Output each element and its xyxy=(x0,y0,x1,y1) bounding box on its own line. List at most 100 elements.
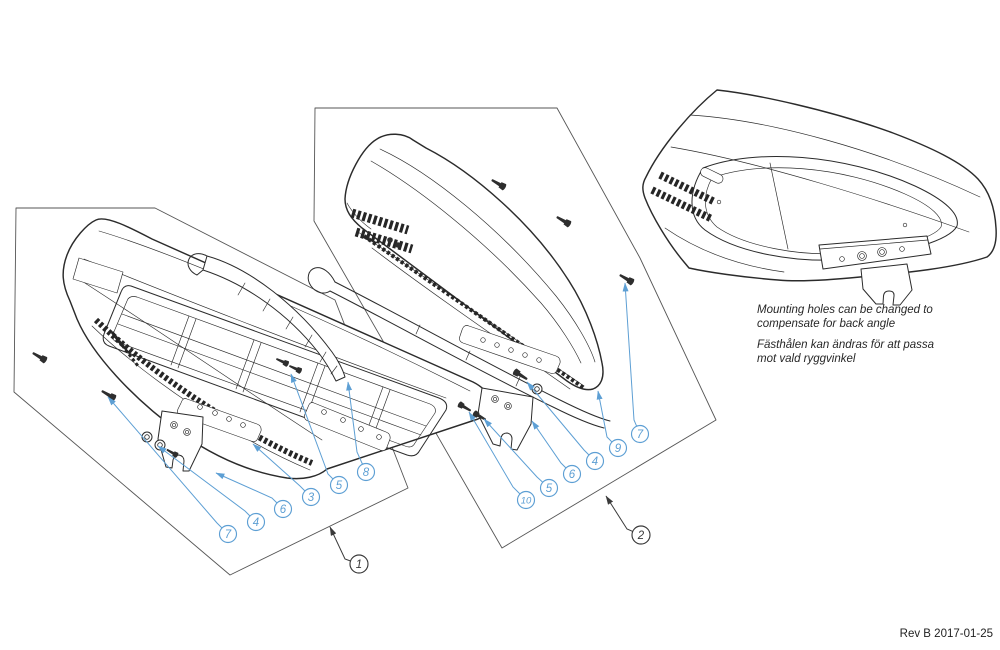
callout-balloon-4 xyxy=(585,451,605,471)
leader-line-6 xyxy=(215,472,278,504)
mounting-bracket xyxy=(860,263,913,306)
edge-seam xyxy=(346,202,372,230)
pilot-hole xyxy=(716,199,722,205)
mounting-hole xyxy=(899,246,905,252)
note-line: compensate for back angle xyxy=(757,317,896,330)
hinge-window xyxy=(72,257,124,294)
vent-band xyxy=(658,171,717,206)
vent-slot xyxy=(350,208,410,235)
note-line: Fästhålen kan ändras för att passa xyxy=(757,339,935,351)
curved-trim-rail xyxy=(187,253,346,382)
lid-seam xyxy=(670,146,970,233)
mounting-rail xyxy=(307,267,611,429)
lid-seam xyxy=(370,160,582,364)
view-left-exploded xyxy=(30,218,492,480)
callout-balloon-1 xyxy=(349,554,369,574)
vent-slot-window xyxy=(700,167,724,184)
view-middle-exploded xyxy=(307,133,636,451)
rivet-holes xyxy=(197,404,246,428)
lattice-outer-ring xyxy=(102,285,448,457)
lattice-struts xyxy=(170,315,391,440)
rivet-strip xyxy=(304,402,391,451)
case-shell-outline xyxy=(344,133,604,391)
screw xyxy=(617,271,636,286)
callout-balloon-2 xyxy=(631,525,651,545)
opening-rim-outer xyxy=(691,155,958,261)
screw xyxy=(99,387,118,402)
note-line: Mounting holes can be changed to xyxy=(757,304,933,316)
case-shell-outline xyxy=(642,89,997,282)
callout-balloon-5 xyxy=(329,475,349,495)
callout-balloon-4 xyxy=(246,512,266,532)
rivet-holes xyxy=(480,337,542,363)
leader-line-5 xyxy=(483,418,544,483)
callout-number-5: 5 xyxy=(546,483,553,495)
leader-line-8 xyxy=(346,381,363,465)
leader-line-2 xyxy=(605,495,633,532)
callout-balloon-10 xyxy=(516,490,536,510)
note-mounting-holes-sv: Fästhålen kan ändras för att passa mot v… xyxy=(757,339,934,366)
rivet-holes xyxy=(321,409,382,440)
inner-divider xyxy=(769,162,789,250)
callout-balloon-7 xyxy=(630,424,650,444)
hinge-bolt xyxy=(395,242,401,248)
washer xyxy=(141,431,153,443)
rim-seam xyxy=(73,275,323,441)
callout-number-9: 9 xyxy=(615,443,622,455)
leader-line-4 xyxy=(526,381,590,456)
screw xyxy=(489,176,508,191)
rivet-strip xyxy=(459,325,561,374)
callout-number-2: 2 xyxy=(637,530,645,542)
leader-line-5 xyxy=(290,373,334,480)
vent-slot xyxy=(354,227,414,254)
callout-number-4: 4 xyxy=(592,456,598,468)
callout-balloon-5 xyxy=(539,478,559,498)
assembly-2-boundary xyxy=(313,107,717,549)
leader-line-7 xyxy=(107,396,223,529)
lattice-inner-ring xyxy=(112,296,436,448)
callout-number-4: 4 xyxy=(253,517,259,529)
mounting-plate xyxy=(818,235,932,270)
callout-number-8: 8 xyxy=(363,467,370,479)
callout-number-6: 6 xyxy=(569,469,576,481)
callout-number-7: 7 xyxy=(637,429,644,441)
mounting-hole-ring xyxy=(857,251,867,261)
leader-line-6 xyxy=(531,420,567,469)
note-mounting-holes-en: Mounting holes can be changed to compens… xyxy=(757,304,933,331)
embossed-brand-mark xyxy=(110,331,140,367)
screw xyxy=(554,213,573,228)
callout-number-10: 10 xyxy=(521,495,532,506)
callout-number-6: 6 xyxy=(280,504,287,516)
callout-balloon-6 xyxy=(562,464,582,484)
callout-number-7: 7 xyxy=(225,529,232,541)
leader-line-7 xyxy=(622,282,638,427)
revision-label: Rev B 2017-01-25 xyxy=(899,628,993,640)
pilot-hole xyxy=(902,222,908,228)
leader-line-4 xyxy=(157,445,251,517)
callout-balloon-3 xyxy=(301,487,321,507)
leader-line-3 xyxy=(252,443,306,492)
leader-line-10 xyxy=(468,411,521,495)
note-line: mot vald ryggvinkel xyxy=(757,352,856,365)
mounting-hole xyxy=(839,256,845,262)
callout-balloon-8 xyxy=(356,462,376,482)
callout-number-5: 5 xyxy=(336,480,343,492)
assembly-1-boundary xyxy=(13,207,409,576)
mounting-hole xyxy=(879,249,885,255)
leader-line-9 xyxy=(596,390,613,443)
lid-seam xyxy=(379,148,596,363)
callout-balloon-9 xyxy=(608,438,628,458)
view-assembled xyxy=(642,89,997,306)
lid-seam xyxy=(689,114,981,198)
hinge-bolt xyxy=(387,237,393,243)
callout-number-3: 3 xyxy=(308,492,315,504)
mounting-bracket xyxy=(157,410,204,472)
screw xyxy=(30,349,49,364)
callout-balloon-7 xyxy=(218,524,238,544)
bottom-rim-seam xyxy=(664,227,785,273)
toothed-rim-band xyxy=(93,317,314,466)
callout-balloon-6 xyxy=(273,499,293,519)
